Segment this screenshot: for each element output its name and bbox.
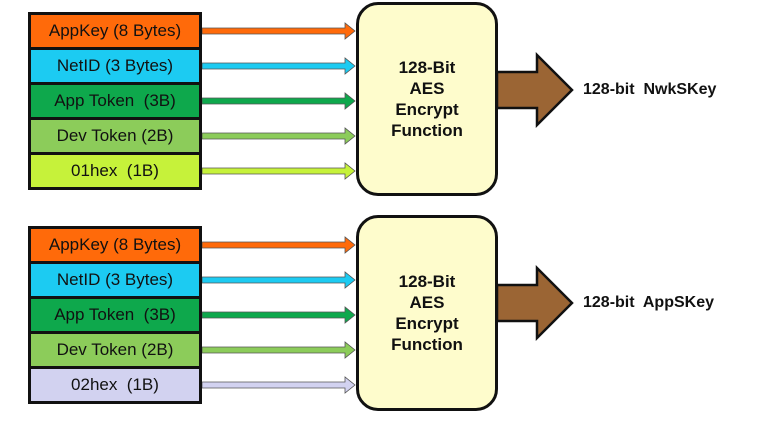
aes-encrypt-function-nwkskey: 128-Bit AES Encrypt Function: [356, 2, 498, 196]
input-app-token: App Token (3B): [31, 299, 199, 331]
output-arrow: [495, 264, 574, 342]
input-02hex: 02hex (1B): [31, 369, 199, 401]
input-arrow: [201, 57, 356, 75]
input-arrow: [201, 162, 356, 180]
function-line: AES: [409, 293, 445, 312]
aes-encrypt-function-appskey: 128-Bit AES Encrypt Function: [356, 215, 498, 411]
input-arrow: [201, 341, 356, 359]
function-line: AES: [409, 79, 445, 98]
input-arrow: [201, 92, 356, 110]
input-01hex: 01hex (1B): [31, 155, 199, 187]
input-app-token: App Token (3B): [31, 85, 199, 117]
output-label-appskey: 128-bit AppSKey: [583, 294, 714, 311]
input-netid: NetID (3 Bytes): [31, 264, 199, 296]
function-line: Encrypt: [395, 314, 459, 333]
input-arrow: [201, 22, 356, 40]
input-stack-appskey: AppKey (8 Bytes) NetID (3 Bytes) App Tok…: [28, 226, 202, 404]
output-arrow: [495, 51, 574, 129]
input-arrow: [201, 306, 356, 324]
input-arrow: [201, 376, 356, 394]
function-line: Function: [391, 121, 463, 140]
function-line: Encrypt: [395, 100, 459, 119]
input-dev-token: Dev Token (2B): [31, 334, 199, 366]
input-appkey: AppKey (8 Bytes): [31, 15, 199, 47]
function-line: 128-Bit: [398, 272, 456, 291]
function-line: 128-Bit: [398, 58, 456, 77]
input-dev-token: Dev Token (2B): [31, 120, 199, 152]
input-stack-nwkskey: AppKey (8 Bytes) NetID (3 Bytes) App Tok…: [28, 12, 202, 190]
input-arrow: [201, 127, 356, 145]
input-netid: NetID (3 Bytes): [31, 50, 199, 82]
output-label-nwkskey: 128-bit NwkSKey: [583, 81, 717, 98]
input-arrow: [201, 271, 356, 289]
input-arrow: [201, 236, 356, 254]
input-appkey: AppKey (8 Bytes): [31, 229, 199, 261]
function-line: Function: [391, 335, 463, 354]
